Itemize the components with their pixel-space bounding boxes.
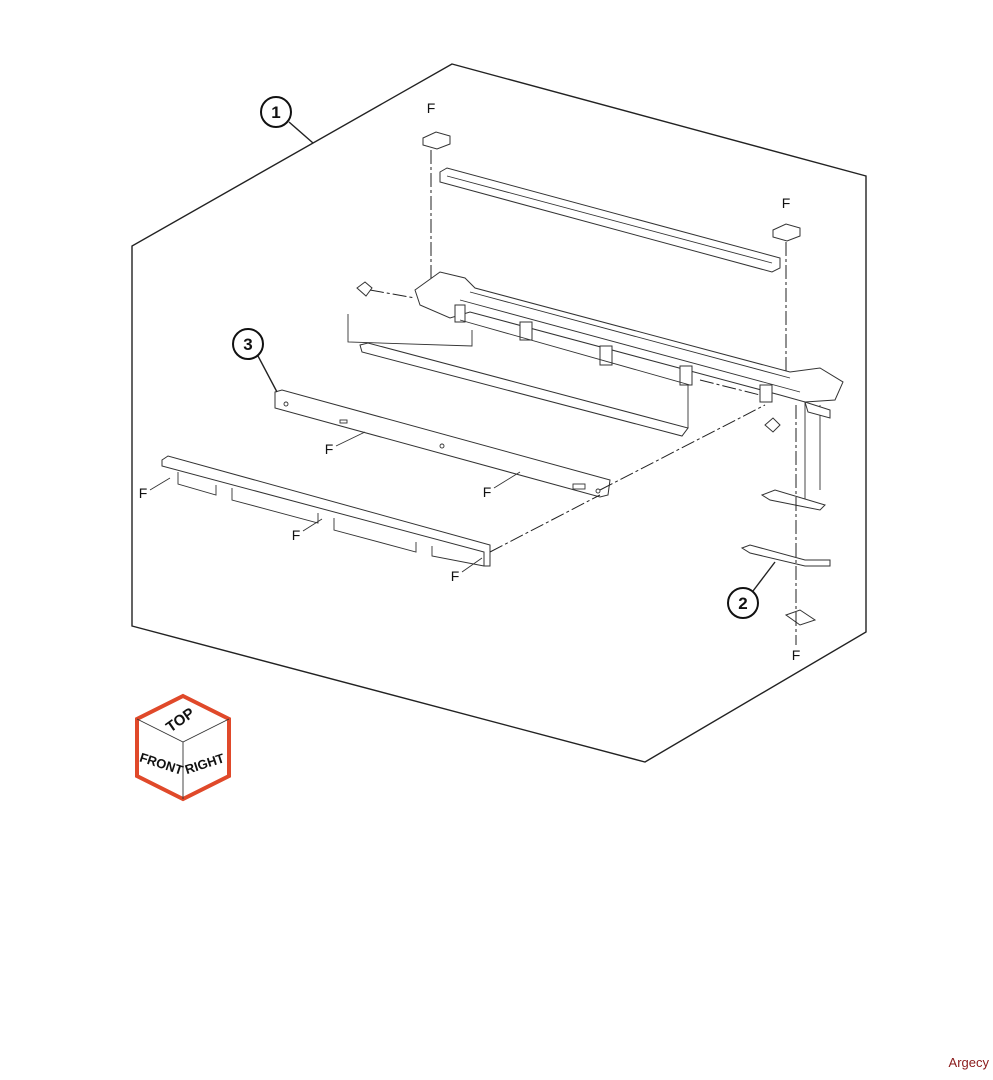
fastener-label: F — [325, 441, 334, 457]
lower-guide-part — [347, 314, 689, 437]
fastener-label: F — [451, 568, 460, 584]
fastener-label: F — [483, 484, 492, 500]
fastener-top-left — [422, 131, 451, 290]
clip-left — [356, 281, 373, 297]
fastener-label: F — [782, 195, 791, 211]
fastener-label: F — [292, 527, 301, 543]
plate-part-3 — [274, 389, 611, 498]
callout-2-label: 2 — [738, 594, 747, 613]
cable-part-2 — [740, 544, 831, 567]
watermark: Argecy — [948, 1055, 989, 1070]
bracket-part — [760, 489, 826, 511]
top-rail-part — [439, 167, 781, 273]
callout-3-label: 3 — [243, 335, 252, 354]
fastener-label: F — [792, 647, 801, 663]
fastener-label: F — [427, 100, 436, 116]
main-frame-part — [414, 271, 844, 505]
clip-right — [764, 417, 781, 433]
front-rail-part — [161, 455, 491, 567]
fastener-top-right — [772, 223, 801, 380]
fastener-bottom — [784, 609, 817, 626]
fastener-label: F — [139, 485, 148, 501]
callout-1 — [260, 96, 292, 128]
callout-1-label: 1 — [271, 103, 280, 122]
callout-2 — [727, 587, 759, 619]
callout-3 — [232, 328, 264, 360]
assembly-boundary — [131, 63, 867, 763]
orientation-cube: TOP FRONT RIGHT — [135, 693, 231, 802]
